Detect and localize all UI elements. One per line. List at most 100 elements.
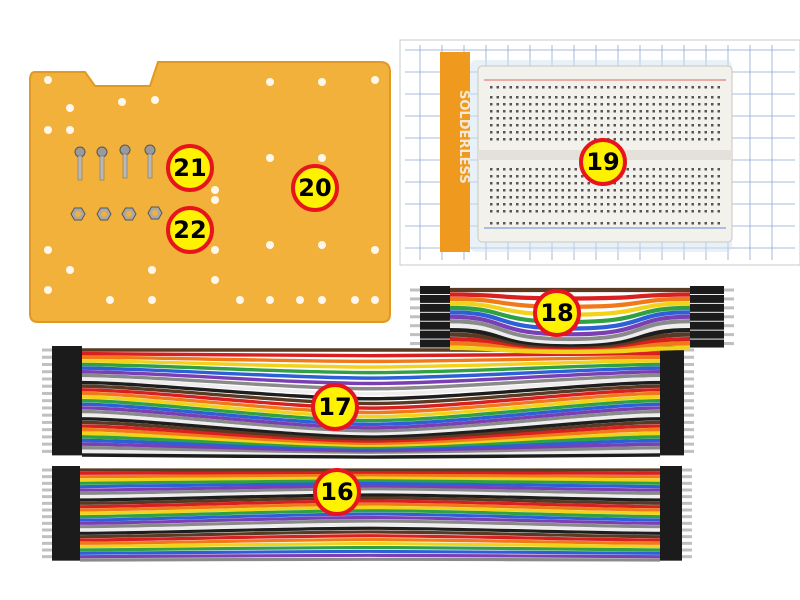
bb-hole bbox=[529, 138, 532, 141]
bb-hole bbox=[717, 110, 720, 113]
bb-hole bbox=[678, 103, 681, 106]
bb-hole bbox=[594, 138, 597, 141]
bb-hole bbox=[535, 182, 538, 185]
jumper-wire bbox=[79, 479, 661, 485]
bb-hole bbox=[490, 138, 493, 141]
bb-hole bbox=[496, 210, 499, 213]
bb-hole bbox=[620, 196, 623, 199]
bb-hole bbox=[633, 124, 636, 127]
bb-hole bbox=[594, 189, 597, 192]
bb-hole bbox=[704, 175, 707, 178]
screw bbox=[96, 146, 108, 181]
wire-connector bbox=[660, 403, 684, 412]
bb-hole bbox=[620, 210, 623, 213]
wire-connector bbox=[660, 539, 682, 548]
bb-hole bbox=[594, 203, 597, 206]
jumper-wire bbox=[79, 519, 661, 529]
bb-hole bbox=[639, 110, 642, 113]
bb-hole bbox=[503, 210, 506, 213]
bb-hole bbox=[646, 210, 649, 213]
bb-hole bbox=[659, 117, 662, 120]
jumper-wire bbox=[79, 557, 661, 562]
bb-hole bbox=[717, 86, 720, 89]
wire-connector bbox=[660, 425, 684, 434]
label-20: 20 bbox=[291, 164, 339, 212]
bb-hole bbox=[607, 196, 610, 199]
wire-pin bbox=[410, 315, 420, 319]
bb-hole bbox=[613, 222, 616, 225]
jumper-wire bbox=[79, 549, 661, 555]
bb-hole bbox=[574, 117, 577, 120]
wire-pin bbox=[684, 442, 694, 446]
bb-hole bbox=[672, 117, 675, 120]
bb-hole bbox=[535, 203, 538, 206]
bb-hole bbox=[594, 131, 597, 134]
bb-hole bbox=[548, 86, 551, 89]
bb-hole bbox=[535, 210, 538, 213]
wire-connector bbox=[660, 466, 682, 474]
bb-hole bbox=[698, 189, 701, 192]
bb-hole bbox=[704, 138, 707, 141]
bb-hole bbox=[490, 222, 493, 225]
bb-hole bbox=[672, 168, 675, 171]
wire-connector bbox=[52, 447, 82, 456]
bb-hole bbox=[594, 222, 597, 225]
bb-hole bbox=[620, 96, 623, 99]
bb-hole bbox=[646, 110, 649, 113]
bb-hole bbox=[672, 182, 675, 185]
wire-connector bbox=[52, 552, 80, 561]
bb-hole bbox=[685, 203, 688, 206]
wire-connector bbox=[52, 396, 82, 405]
bb-hole bbox=[574, 124, 577, 127]
bb-hole bbox=[633, 196, 636, 199]
bb-hole bbox=[646, 103, 649, 106]
wire-pin bbox=[684, 370, 694, 374]
bb-hole bbox=[529, 210, 532, 213]
bb-hole bbox=[561, 103, 564, 106]
bb-hole bbox=[535, 131, 538, 134]
bb-hole bbox=[646, 175, 649, 178]
bb-hole bbox=[639, 210, 642, 213]
bb-hole bbox=[581, 182, 584, 185]
wire-connector bbox=[660, 512, 682, 521]
bb-hole bbox=[633, 117, 636, 120]
bb-hole bbox=[587, 103, 590, 106]
mounting-hole bbox=[66, 126, 74, 134]
bb-hole bbox=[542, 210, 545, 213]
bb-hole bbox=[685, 110, 688, 113]
bb-hole bbox=[672, 86, 675, 89]
screw-set bbox=[74, 144, 156, 181]
bb-hole bbox=[600, 117, 603, 120]
bb-hole bbox=[711, 131, 714, 134]
wire-pin bbox=[42, 384, 52, 388]
bb-hole bbox=[613, 210, 616, 213]
bb-hole bbox=[587, 131, 590, 134]
mounting-hole bbox=[66, 104, 74, 112]
bb-hole bbox=[561, 168, 564, 171]
bb-hole bbox=[652, 138, 655, 141]
bb-hole bbox=[490, 117, 493, 120]
bb-hole bbox=[711, 196, 714, 199]
bb-hole bbox=[698, 131, 701, 134]
bb-hole bbox=[587, 189, 590, 192]
bb-hole bbox=[685, 131, 688, 134]
wire-pin bbox=[42, 555, 52, 559]
bb-hole bbox=[529, 222, 532, 225]
jumper-wire bbox=[449, 323, 691, 346]
wire-pin bbox=[682, 508, 692, 512]
bb-hole bbox=[535, 110, 538, 113]
bb-hole bbox=[516, 117, 519, 120]
label-16: 16 bbox=[313, 468, 361, 516]
wire-pin bbox=[410, 324, 420, 328]
wire-connector bbox=[420, 312, 450, 321]
wire-pin bbox=[684, 362, 694, 366]
wire-pin bbox=[682, 515, 692, 519]
bb-hole bbox=[607, 210, 610, 213]
bb-hole bbox=[717, 182, 720, 185]
bb-hole bbox=[548, 168, 551, 171]
wire-connector bbox=[690, 303, 724, 312]
wire-connector bbox=[660, 486, 682, 494]
bb-hole bbox=[665, 189, 668, 192]
bb-hole bbox=[672, 131, 675, 134]
bb-hole bbox=[587, 222, 590, 225]
